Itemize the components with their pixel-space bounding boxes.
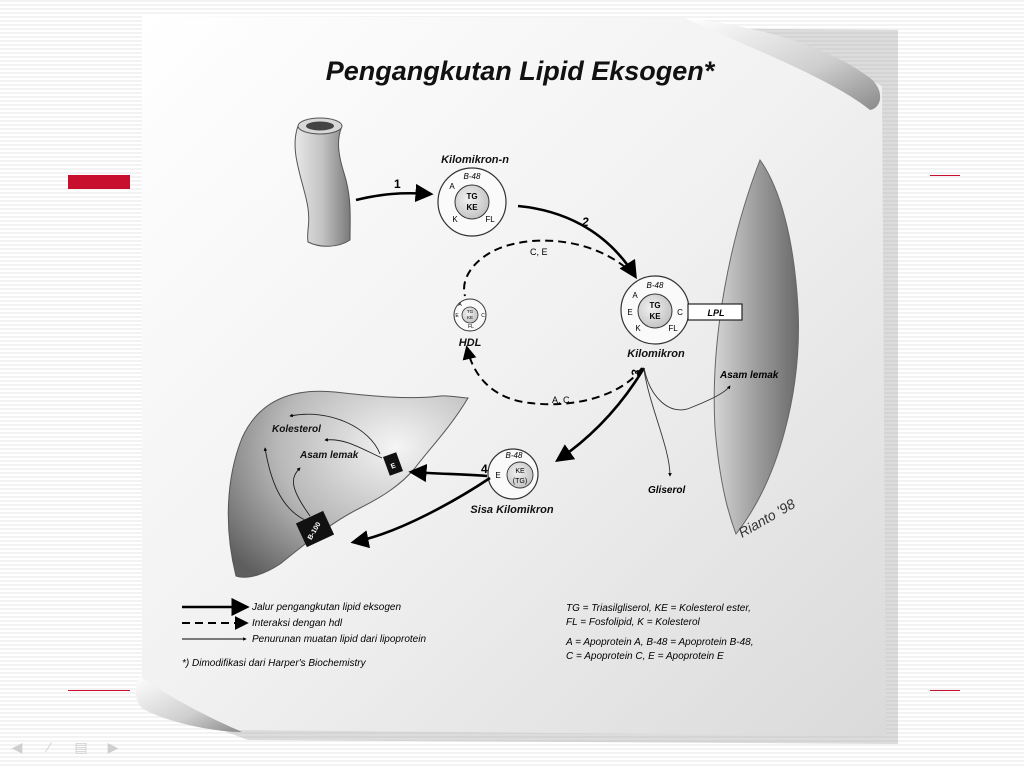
svg-text:FL: FL — [668, 324, 678, 333]
step-1-label: 1 — [394, 177, 401, 191]
svg-text:A: A — [449, 182, 455, 191]
liver-fatty-acid-label: Asam lemak — [299, 450, 359, 461]
arrow-step-2 — [517, 204, 637, 280]
arrow-step-1 — [355, 183, 434, 203]
svg-text:A: A — [632, 291, 638, 300]
liver-receptor-b100: B-100 — [295, 510, 335, 548]
liver-kolesterol-label: Kolesterol — [272, 424, 321, 435]
liver-arrow-b100-fatty — [293, 467, 311, 517]
label-ce: C, E — [530, 247, 548, 257]
svg-text:E: E — [455, 313, 459, 319]
abbr-line-4: C = Apoprotein C, E = Apoprotein E — [566, 651, 724, 662]
step-3-label: 3 — [628, 368, 643, 377]
chylomicron-n-title: Kilomikron-n — [441, 154, 509, 166]
abbr-line-1: TG = Triasilgliserol, KE = Kolesterol es… — [566, 603, 751, 614]
arrow-step-3 — [555, 367, 646, 463]
svg-text:K: K — [635, 324, 641, 333]
arrow-step-4-e — [408, 463, 488, 483]
thin-arrow-glycerol — [643, 369, 672, 477]
svg-text:TG: TG — [466, 192, 477, 201]
chylomicron-n-particle: TG KE B-48 A K FL — [437, 167, 507, 237]
hdl-title: HDL — [459, 337, 482, 349]
svg-text:FL: FL — [485, 215, 495, 224]
svg-text:FL: FL — [468, 324, 474, 330]
svg-text:E: E — [627, 308, 632, 317]
remnant-title: Sisa Kilomikron — [470, 504, 553, 516]
legend-thin-label: Penurunan muatan lipid dari lipoprotein — [252, 634, 426, 645]
step-2-label: 2 — [581, 215, 589, 229]
intestine-tube — [294, 117, 351, 247]
svg-text:LPL: LPL — [708, 308, 725, 318]
label-ac: A, C — [552, 395, 570, 405]
chylomicron-title: Kilomikron — [627, 348, 685, 360]
svg-text:(TG): (TG) — [513, 478, 527, 485]
legend-solid-label: Jalur pengangkutan lipid eksogen — [251, 602, 401, 613]
svg-text:A: A — [458, 302, 462, 308]
svg-text:E: E — [495, 471, 500, 480]
svg-text:B-48: B-48 — [464, 172, 481, 181]
chylomicron-particle: TG KE B-48 A E C K FL — [620, 275, 690, 345]
arrow-step-4-b100 — [350, 476, 491, 549]
step-4-label: 4 — [481, 462, 488, 476]
abbr-line-3: A = Apoprotein A, B-48 = Apoprotein B-48… — [565, 637, 754, 648]
next-icon[interactable]: ▶ — [107, 739, 119, 755]
draw-icon[interactable]: ∕ — [47, 739, 51, 755]
prev-icon[interactable]: ◀ — [11, 739, 23, 755]
liver-arrow-fatty — [324, 437, 383, 459]
hdl-particle: TG KE A E C FL — [453, 298, 487, 332]
tissue-glycerol-label: Gliserol — [648, 485, 685, 496]
arrow-dashed-ac — [462, 345, 643, 406]
paper-curl-bottom-left — [135, 676, 242, 732]
menu-icon[interactable]: ▤ — [74, 739, 88, 755]
lpl-tag: LPL — [687, 303, 743, 321]
abbreviations: TG = Triasilgliserol, KE = Kolesterol es… — [565, 603, 754, 662]
diagram-poster: Pengangkutan Lipid Eksogen* E B-100 Kole… — [135, 16, 898, 744]
svg-text:KE: KE — [649, 312, 661, 321]
footnote: *) Dimodifikasi dari Harper's Biochemist… — [182, 658, 367, 669]
svg-text:B-48: B-48 — [647, 281, 664, 290]
svg-text:C: C — [481, 313, 485, 319]
accent-bar — [68, 175, 130, 189]
svg-text:E: E — [390, 462, 397, 470]
svg-text:B-48: B-48 — [506, 451, 523, 460]
svg-text:KE: KE — [467, 315, 473, 320]
accent-line-right-top — [930, 175, 960, 176]
arrow-dashed-ce — [463, 239, 636, 297]
svg-text:TG: TG — [649, 301, 660, 310]
thin-arrow-fatty-acid — [643, 367, 731, 411]
page-title: Pengangkutan Lipid Eksogen* — [326, 56, 716, 86]
svg-text:KE: KE — [515, 468, 525, 475]
slide-nav: ◀ ∕ ▤ ▶ — [8, 740, 122, 754]
accent-line-left — [68, 690, 130, 691]
svg-text:TG: TG — [467, 309, 474, 314]
svg-text:C: C — [677, 308, 683, 317]
liver-receptor-e: E — [383, 452, 403, 476]
legend-dashed-label: Interaksi dengan hdl — [252, 618, 343, 629]
legend: Jalur pengangkutan lipid eksogen Interak… — [182, 597, 426, 669]
remnant-particle: KE (TG) B-48 E — [487, 448, 539, 500]
abbr-line-2: FL = Fosfolipid, K = Kolesterol — [566, 617, 701, 628]
tissue-fatty-acid-label: Asam lemak — [719, 370, 779, 381]
liver-arrow-b100-kolesterol — [263, 447, 306, 521]
accent-line-right-bottom — [930, 690, 960, 691]
liver-arrow-kolesterol — [289, 413, 381, 455]
svg-text:K: K — [452, 215, 458, 224]
paper-curl-top-right — [685, 18, 881, 110]
svg-text:KE: KE — [466, 203, 478, 212]
